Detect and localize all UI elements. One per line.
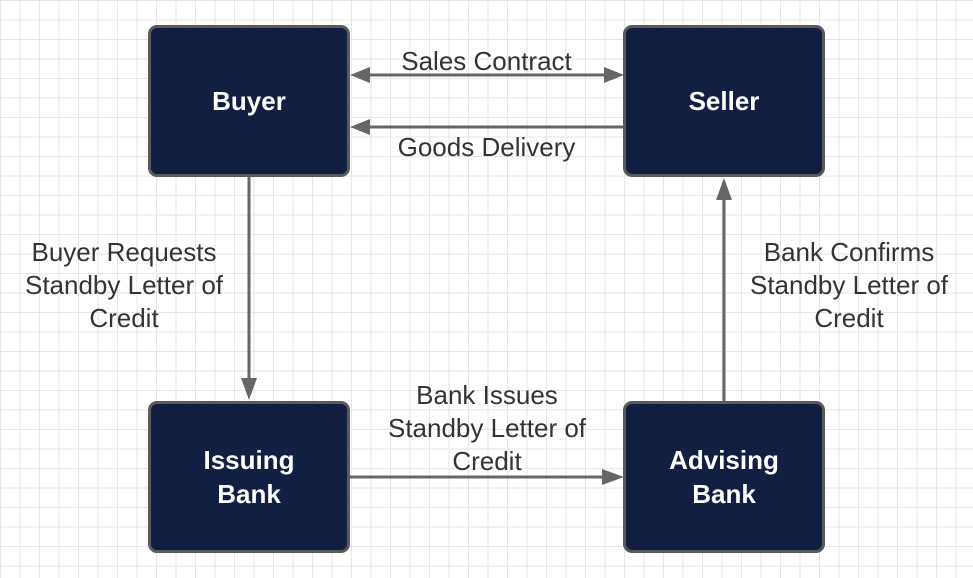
bank-issues-label: Bank Issues Standby Letter of Credit	[387, 380, 587, 476]
sales-contract-label: Sales Contract	[401, 46, 572, 76]
issuing-bank-label: Issuing Bank	[203, 445, 295, 509]
seller-node[interactable]: Seller	[623, 25, 825, 177]
goods-delivery-arrow	[350, 119, 624, 135]
bank-issues-arrow	[350, 469, 624, 485]
bank-confirms-label: Bank Confirms Standby Letter of Credit	[749, 237, 949, 333]
sales-contract-arrow	[350, 67, 624, 83]
bank-confirms-arrow	[716, 178, 732, 401]
goods-delivery-label: Goods Delivery	[397, 132, 576, 162]
issuing-bank-node[interactable]: Issuing Bank	[148, 401, 350, 553]
buyer-node[interactable]: Buyer	[148, 25, 350, 177]
buyer-requests-arrow	[241, 177, 257, 400]
seller-label: Seller	[688, 86, 760, 116]
buyer-label: Buyer	[212, 86, 286, 116]
advising-bank-node[interactable]: Advising Bank	[623, 401, 825, 553]
advising-bank-label: Advising Bank	[669, 445, 779, 509]
buyer-requests-label: Buyer Requests Standby Letter of Credit	[24, 237, 224, 333]
